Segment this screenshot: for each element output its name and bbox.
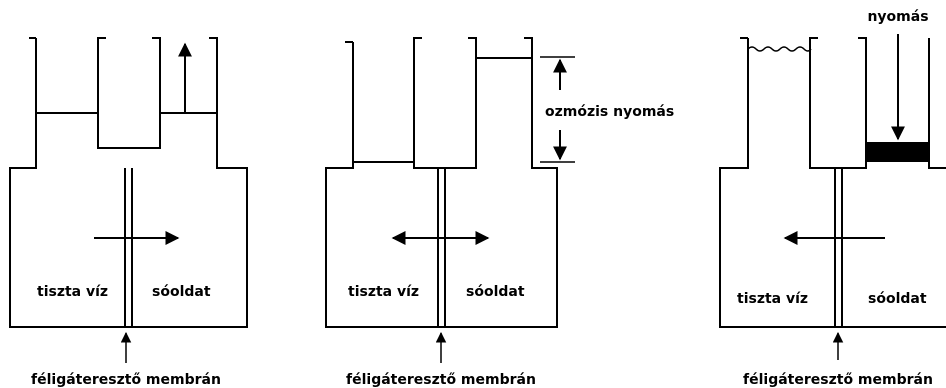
water-surface-wave [747, 46, 812, 52]
piston [866, 142, 929, 162]
membrane-caption: féligáteresztő membrán [31, 372, 221, 388]
left-chamber-label: tiszta víz [37, 284, 108, 300]
right-chamber-label: sóoldat [152, 284, 211, 300]
pressure-label: nyomás [867, 9, 928, 25]
membrane-caption: féligáteresztő membrán [346, 372, 536, 388]
left-chamber-label: tiszta víz [737, 291, 808, 307]
container-right-wall [928, 38, 946, 169]
container-outline [325, 37, 558, 328]
right-chamber-label: sóoldat [868, 291, 927, 307]
panel-2: ozmózis nyomás tiszta víz sóoldat féligá… [325, 37, 674, 388]
container-outline [719, 38, 946, 328]
right-chamber-label: sóoldat [466, 284, 525, 300]
central-column [97, 37, 161, 149]
container-outline [9, 37, 248, 328]
membrane [124, 168, 133, 327]
left-chamber-label: tiszta víz [348, 284, 419, 300]
membrane [437, 168, 446, 327]
panel-1: tiszta víz sóoldat féligáteresztő membrá… [9, 37, 248, 388]
central-column [413, 37, 477, 169]
membrane [834, 168, 843, 327]
central-column [809, 37, 867, 169]
osmotic-pressure-label: ozmózis nyomás [545, 104, 674, 120]
panel-3: nyomás tiszta víz sóoldat féligáteresztő… [719, 9, 946, 388]
membrane-caption: féligáteresztő membrán [743, 372, 933, 388]
